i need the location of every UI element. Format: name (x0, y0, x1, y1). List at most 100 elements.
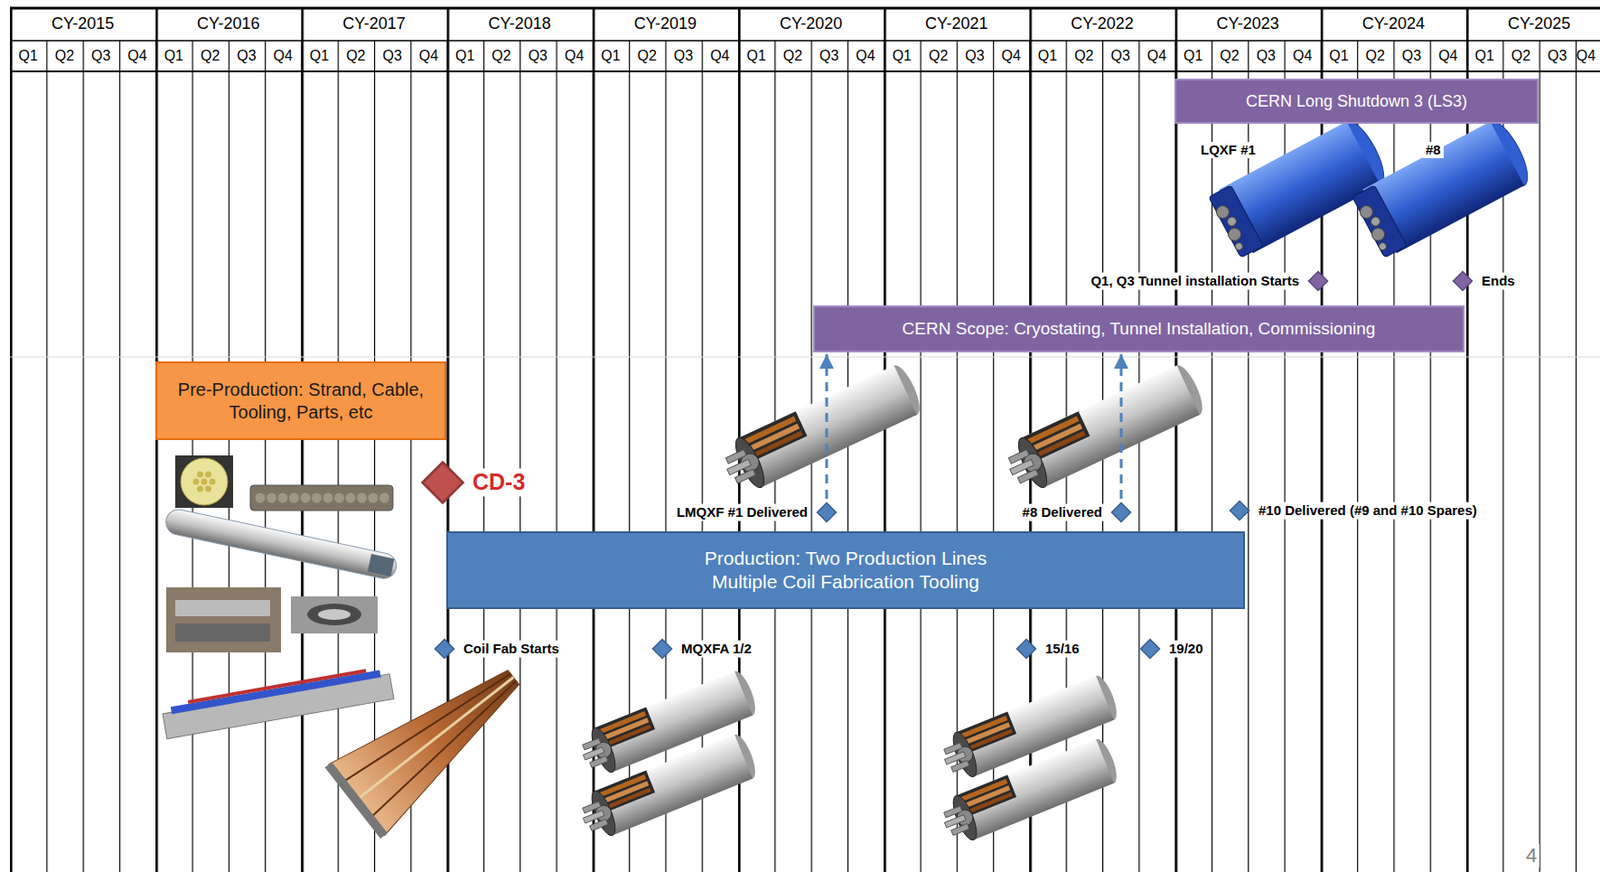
milestone-text: Q1, Q3 Tunnel installation Starts (1087, 272, 1302, 291)
magnet-cutaway (936, 736, 1122, 848)
schedule-grid (9, 7, 1600, 10)
cable-cross-section (323, 493, 334, 504)
diamond-shape (817, 503, 837, 523)
coil-illustration (324, 761, 387, 839)
coil-illustration (324, 641, 542, 839)
quarter-header: Q2 (1502, 40, 1539, 72)
year-header: CY-2015 (9, 8, 156, 41)
cryoassembly (1207, 115, 1535, 260)
milestone-text: 15/16 (1042, 640, 1083, 658)
year-header: CY-2019 (592, 8, 739, 41)
quarter-header: Q1 (1466, 40, 1503, 72)
year-header: CY-2021 (883, 8, 1030, 41)
milestone-text: Coil Fab Starts (460, 640, 562, 658)
quarter-header: Q4 (1138, 40, 1175, 72)
milestone-diamond: #8 Delivered (1110, 501, 1133, 524)
diamond-shape (1112, 503, 1132, 523)
winding-tooling (170, 670, 382, 715)
cable-cross-section (311, 493, 322, 504)
page-number: 4 (1523, 843, 1540, 868)
diamond-shape (651, 637, 674, 660)
phase-bar: Production: Two Production Lines Multipl… (446, 531, 1245, 609)
milestone-diamond: Ends (1451, 270, 1474, 292)
diamond-shape (653, 639, 673, 659)
quarter-header: Q1 (883, 40, 920, 72)
strand-cross-section (180, 458, 228, 506)
diamond-shape (422, 462, 464, 504)
diamond-shape (1017, 639, 1037, 659)
milestone-diamond: 19/20 (1139, 637, 1161, 660)
cable-cross-section (300, 493, 311, 504)
milestone-text: #8 Delivered (1019, 504, 1105, 522)
diamond-shape (1110, 501, 1133, 524)
strand-cross-section (201, 478, 208, 486)
magnet-cutaway (575, 731, 760, 843)
cable-cross-section (255, 493, 266, 504)
milestone-diamond: 15/16 (1015, 637, 1038, 660)
milestone-text: 19/20 (1166, 640, 1207, 658)
cable-cross-section (250, 485, 393, 511)
milestone-diamond: Coil Fab Starts (433, 637, 456, 660)
phase-bar: CERN Long Shutdown 3 (LS3) (1174, 78, 1539, 124)
strand-cross-section (196, 471, 204, 478)
magnet-label: #8 (1422, 141, 1444, 159)
cable-cross-section (379, 493, 390, 504)
decision-diamond: CD-3 (420, 459, 466, 506)
milestone-diamond: MQXFA 1/2 (651, 637, 674, 660)
cable-cross-section (250, 485, 393, 511)
cable-cross-section (368, 493, 379, 504)
strand-cross-section (205, 471, 212, 478)
quarter-header: Q2 (1066, 40, 1103, 72)
magnet-cutaway (1000, 361, 1208, 497)
quarter-header: Q2 (192, 40, 229, 72)
quarter-header: Q4 (1575, 40, 1597, 72)
mandrel-part (367, 553, 395, 577)
milestone-diamond: #10 Delivered (#9 and #10 Spares) (1228, 499, 1251, 522)
delivery-arrow (825, 354, 829, 499)
phase-bar: Pre-Production: Strand, Cable, Tooling, … (155, 361, 447, 440)
cable-cross-section (289, 493, 300, 504)
quarter-header: Q2 (1356, 40, 1394, 72)
cable-cross-section (346, 493, 356, 504)
quarter-header: Q3 (956, 40, 993, 72)
phase-bar: CERN Scope: Cryostating, Tunnel Installa… (813, 305, 1465, 353)
cable-cross-section (266, 493, 277, 504)
schedule-grid (9, 8, 1600, 872)
quarter-header: Q4 (847, 40, 884, 72)
schedule-grid (9, 70, 1600, 73)
milestone-text: CD-3 (469, 467, 528, 496)
magnet-cutaway (717, 361, 926, 497)
strand-cross-section (209, 478, 216, 486)
milestone-diamond: Q1, Q3 Tunnel installation Starts (1307, 270, 1329, 292)
quarter-header: Q3 (228, 40, 265, 72)
strand-cross-section (205, 486, 212, 493)
diamond-shape (1141, 639, 1161, 659)
magnet-label: LQXF #1 (1197, 141, 1259, 159)
quarter-header: Q1 (447, 40, 484, 72)
diamond-shape (1453, 271, 1473, 291)
strand-cross-section (196, 486, 204, 493)
diamond-shape (1139, 637, 1161, 660)
diamond-shape (1451, 270, 1474, 292)
tooling-photo (166, 587, 281, 653)
quarter-header: Q3 (1102, 40, 1139, 72)
diamond-shape (1230, 501, 1250, 521)
delivery-arrow (1120, 354, 1123, 499)
cable-cross-section (356, 493, 367, 504)
schedule-grid (9, 356, 1600, 358)
schedule-grid (9, 8, 1600, 872)
coil-photo (290, 596, 378, 634)
quarter-header: Q1 (1029, 40, 1066, 72)
year-header: CY-2020 (738, 8, 884, 41)
quarter-header: Q1 (738, 40, 775, 72)
milestone-text: MQXFA 1/2 (678, 640, 755, 658)
quarter-header: Q4 (1284, 40, 1321, 72)
quarter-header: Q2 (774, 40, 811, 72)
cable-cross-section (278, 493, 289, 504)
bar-text: CERN Long Shutdown 3 (LS3) (1245, 91, 1468, 113)
quarter-header: Q2 (337, 40, 375, 72)
quarter-header: Q3 (1539, 40, 1576, 72)
quarter-header: Q3 (374, 40, 411, 72)
quarter-header: Q2 (628, 40, 665, 72)
diamond-shape (1309, 271, 1329, 291)
